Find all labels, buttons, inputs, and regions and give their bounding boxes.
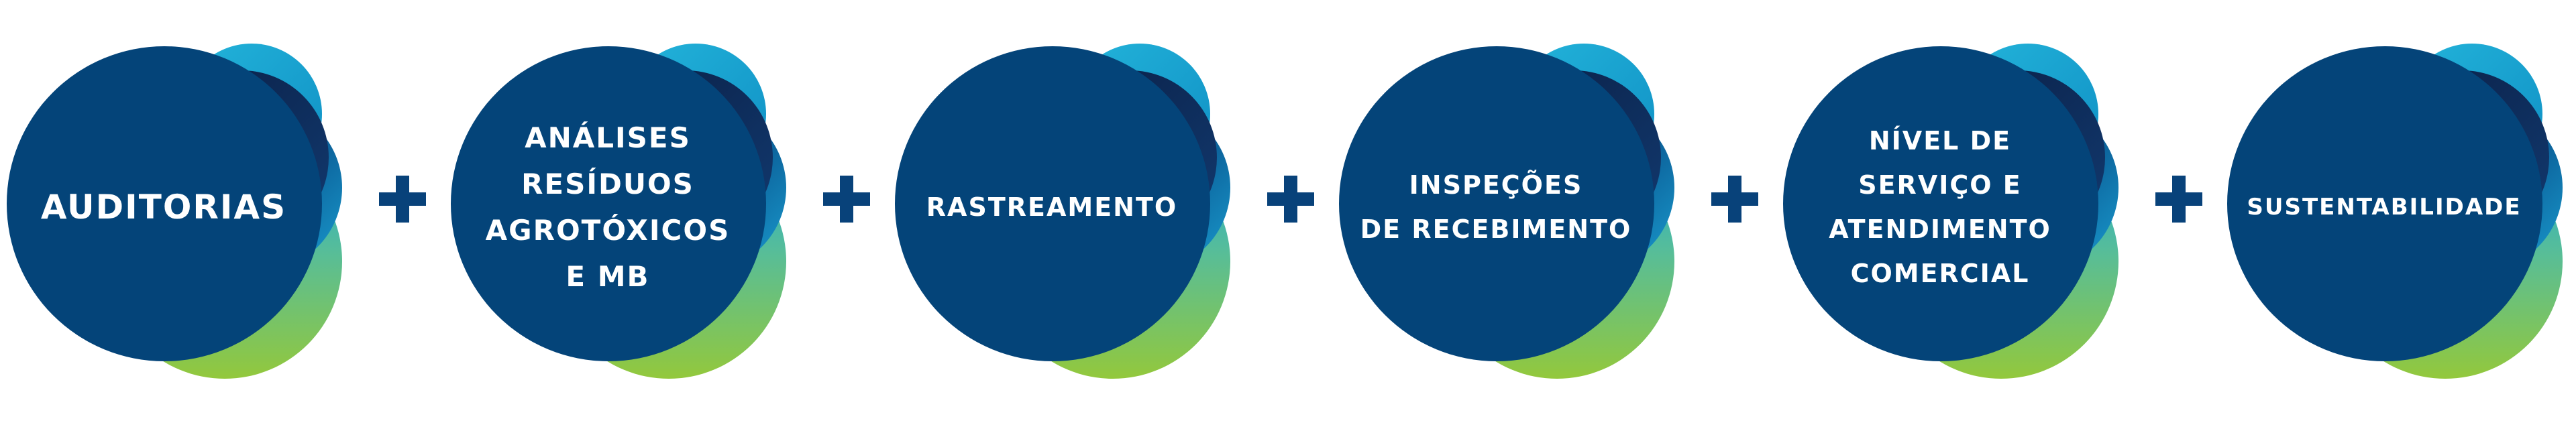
step-label: SUSTENTABILIDADE	[2247, 194, 2522, 221]
plus-connector	[1711, 176, 1758, 223]
plus-connector	[823, 176, 870, 223]
bubble-cluster	[1783, 44, 2118, 379]
step-inspecoes: INSPEÇÕES DE RECEBIMENTO	[1332, 27, 1708, 402]
bubble-cluster	[451, 44, 786, 379]
bubble-cluster	[1339, 44, 1674, 379]
step-rastreamento: RASTREAMENTO	[888, 27, 1264, 402]
main-bubble	[895, 46, 1210, 361]
bubble-cluster	[7, 44, 342, 379]
plus-connector	[2155, 176, 2202, 223]
main-bubble	[2227, 46, 2542, 361]
bubble-cluster	[2227, 44, 2563, 379]
step-auditorias: AUDITORIAS	[0, 27, 376, 402]
step-sustentabilidade: SUSTENTABILIDADE	[2220, 27, 2576, 402]
main-bubble	[7, 46, 322, 361]
step-label: RASTREAMENTO	[926, 192, 1178, 222]
step-label: AUDITORIAS	[40, 188, 287, 227]
step-label: ANÁLISES RESÍDUOS AGROTÓXICOS E MB	[485, 121, 731, 293]
bubble-cluster	[895, 44, 1230, 379]
step-label: NÍVEL DE SERVIÇO E ATENDIMENTO COMERCIAL	[1829, 126, 2051, 288]
plus-connector	[1267, 176, 1314, 223]
step-analises-residuos: ANÁLISES RESÍDUOS AGROTÓXICOS E MB	[444, 27, 820, 402]
step-label: INSPEÇÕES DE RECEBIMENTO	[1360, 170, 1632, 244]
step-nivel-de-servico: NÍVEL DE SERVIÇO E ATENDIMENTO COMERCIAL	[1776, 27, 2152, 402]
plus-connector	[379, 176, 426, 223]
main-bubble	[1783, 46, 2098, 361]
main-bubble	[1339, 46, 1654, 361]
main-bubble	[451, 46, 766, 361]
